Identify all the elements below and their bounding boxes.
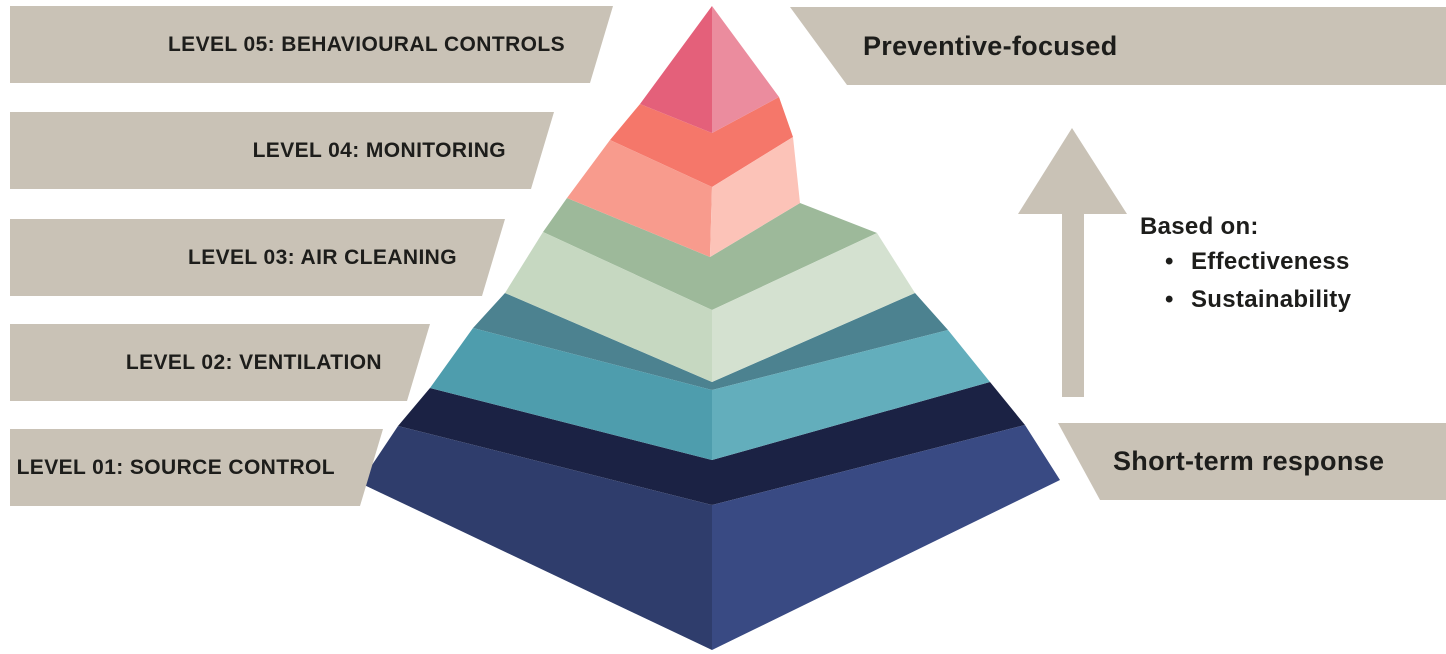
level-02-top-face xyxy=(473,293,948,390)
level-03-right-face xyxy=(712,233,915,382)
level-05-right-face xyxy=(712,6,779,133)
label-bar-level-01: LEVEL 01: SOURCE CONTROL xyxy=(10,429,383,506)
based-on-heading: Based on: xyxy=(1140,213,1259,240)
pyramid-level-03 xyxy=(505,198,915,382)
level-01-right-face xyxy=(712,425,1060,650)
level-01-top-face xyxy=(398,382,1025,505)
level-02-right-face xyxy=(712,330,990,460)
based-on-item-effectiveness: • Effectiveness xyxy=(1165,243,1440,281)
label-bar-level-04: LEVEL 04: MONITORING xyxy=(10,112,554,189)
level-02-left-face xyxy=(430,328,712,460)
short-term-response-label: Short-term response xyxy=(1113,446,1385,476)
pyramid-level-01 xyxy=(360,382,1060,650)
label-level-03: LEVEL 03: AIR CLEANING xyxy=(187,245,457,269)
pyramid-level-02 xyxy=(430,293,990,460)
label-level-02: LEVEL 02: VENTILATION xyxy=(125,350,382,374)
preventive-focused-label: Preventive-focused xyxy=(863,30,1118,61)
label-bar-level-02: LEVEL 02: VENTILATION xyxy=(10,324,430,401)
based-on-item-label: Sustainability xyxy=(1191,286,1352,313)
based-on-item-label: Effectiveness xyxy=(1191,248,1350,275)
bullet-icon: • xyxy=(1165,248,1174,275)
level-01-left-face xyxy=(360,426,712,650)
level-04-top-face xyxy=(610,97,793,187)
short-term-response-box: Short-term response xyxy=(1058,423,1446,500)
level-04-left-face xyxy=(567,140,712,257)
label-level-01: LEVEL 01: SOURCE CONTROL xyxy=(16,455,335,479)
pyramid-level-04 xyxy=(567,97,800,257)
preventive-focused-box: Preventive-focused xyxy=(790,7,1446,85)
level-04-right-face xyxy=(710,137,800,257)
label-level-04: LEVEL 04: MONITORING xyxy=(252,138,506,162)
label-level-05: LEVEL 05: BEHAVIOURAL CONTROLS xyxy=(167,32,565,56)
based-on-item-sustainability: • Sustainability xyxy=(1165,281,1440,319)
arrow-up-icon xyxy=(1018,128,1127,397)
based-on-block: Based on: • Effectiveness • Sustainabili… xyxy=(1140,211,1440,319)
label-bar-level-05: LEVEL 05: BEHAVIOURAL CONTROLS xyxy=(10,6,613,83)
level-05-left-face xyxy=(640,6,712,133)
level-03-left-face xyxy=(505,232,712,382)
bullet-icon: • xyxy=(1165,286,1174,313)
pyramid-level-05 xyxy=(640,6,779,133)
level-03-top-face xyxy=(543,198,877,310)
label-bar-level-03: LEVEL 03: AIR CLEANING xyxy=(10,219,505,296)
